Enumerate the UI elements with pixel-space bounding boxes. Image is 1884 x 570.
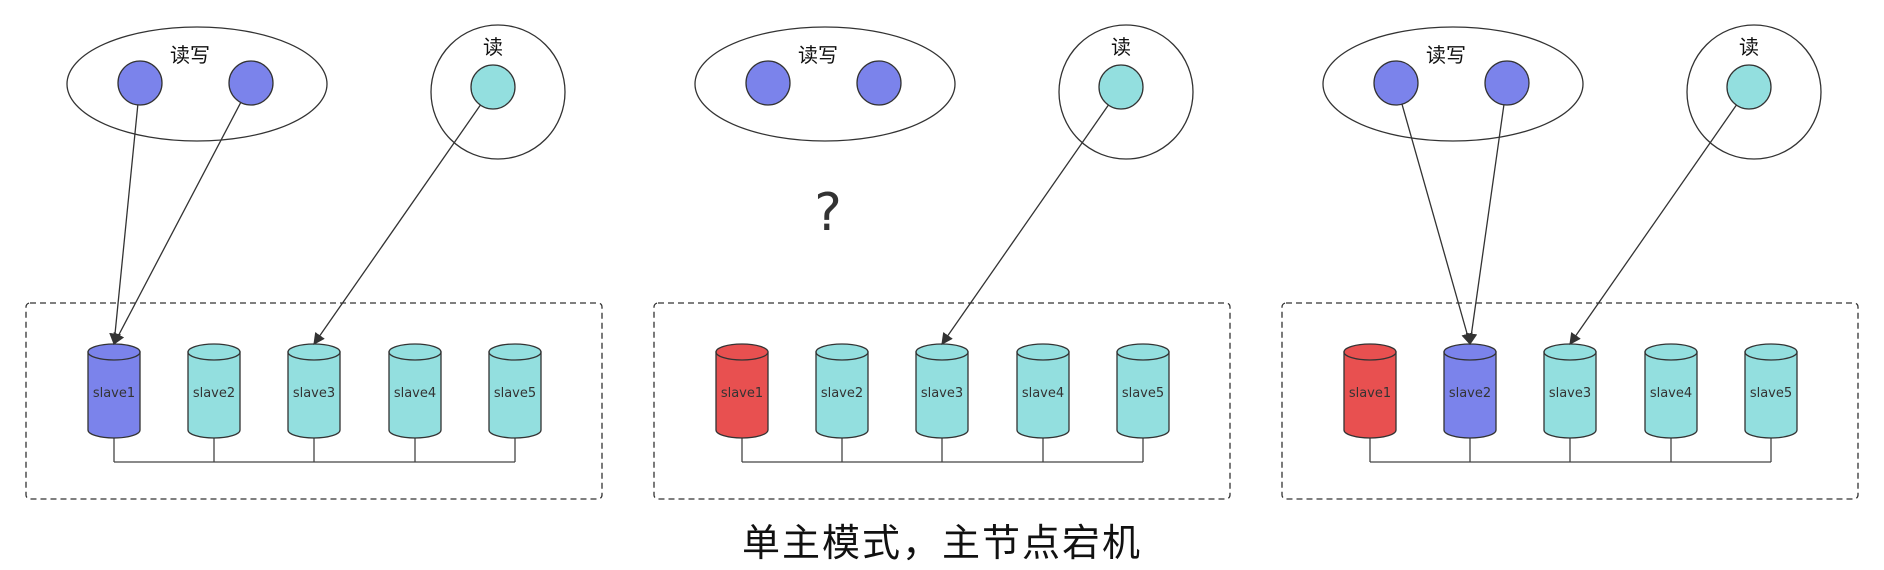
slave-cylinder-body	[488, 351, 542, 439]
slave-cylinder-body	[715, 351, 769, 439]
slave-5: slave5	[1116, 343, 1170, 462]
client-to-slave-arrow	[941, 104, 1109, 345]
rw-group-label: 读写	[170, 43, 210, 67]
slave-cylinder-top	[1343, 343, 1397, 361]
slave-label: slave5	[1122, 386, 1164, 401]
slave-cylinder-body	[287, 351, 341, 439]
rw-client-node	[745, 60, 791, 106]
question-mark: ?	[814, 183, 842, 243]
cluster-box	[653, 302, 1231, 500]
slave-label: slave1	[93, 386, 135, 401]
client-to-slave-arrow	[109, 104, 139, 346]
slave-cylinder-top	[715, 343, 769, 361]
read-group-label: 读	[483, 35, 503, 59]
panel-1: 读写 读 slave1 slave2 slave3 slave4 slave5	[25, 24, 603, 500]
slave-cylinder-top	[388, 343, 442, 361]
slave-5: slave5	[488, 343, 542, 462]
rw-client-node	[228, 60, 274, 106]
slave-cylinder-top	[287, 343, 341, 361]
rw-client-node	[1373, 60, 1419, 106]
rw-client-group	[1322, 26, 1584, 142]
rw-client-group	[694, 26, 956, 142]
slave-cylinder-body	[1443, 351, 1497, 439]
client-to-slave-arrow	[1465, 104, 1505, 346]
slave-3: slave3	[287, 343, 341, 462]
slave-cylinder-top	[1543, 343, 1597, 361]
panel-2: 读写 读? slave1 slave2 slave3 slave4 slave5	[653, 24, 1231, 500]
slave-cylinder-top	[815, 343, 869, 361]
read-client-node	[1098, 64, 1144, 110]
slave-cylinder-body	[1744, 351, 1798, 439]
slave-2: slave2	[187, 343, 241, 462]
slave-3: slave3	[915, 343, 969, 462]
slave-label: slave5	[494, 386, 536, 401]
slave-cylinder-body	[1543, 351, 1597, 439]
slave-label: slave2	[821, 386, 863, 401]
diagram-caption: 单主模式，主节点宕机	[741, 521, 1142, 565]
rw-client-node	[856, 60, 902, 106]
slave-cylinder-top	[488, 343, 542, 361]
slave-cylinder-top	[915, 343, 969, 361]
client-to-slave-arrow	[1569, 104, 1737, 345]
slave-2: slave2	[815, 343, 869, 462]
read-group-label: 读	[1739, 35, 1759, 59]
slave-label: slave1	[1349, 386, 1391, 401]
slave-cylinder-body	[1016, 351, 1070, 439]
slave-cylinder-top	[1116, 343, 1170, 361]
slave-cylinder-body	[187, 351, 241, 439]
slave-label: slave3	[921, 386, 963, 401]
read-client-node	[470, 64, 516, 110]
slave-1: slave1	[715, 343, 769, 462]
slave-1: slave1	[87, 343, 141, 462]
rw-client-node	[117, 60, 163, 106]
slave-cylinder-top	[187, 343, 241, 361]
cluster-box	[25, 302, 603, 500]
slave-cylinder-body	[1116, 351, 1170, 439]
slave-5: slave5	[1744, 343, 1798, 462]
slave-cylinder-body	[1343, 351, 1397, 439]
slave-cylinder-top	[1443, 343, 1497, 361]
slave-1: slave1	[1343, 343, 1397, 462]
slave-label: slave2	[193, 386, 235, 401]
read-group-label: 读	[1111, 35, 1131, 59]
panel-3: 读写 读 slave1 slave2 slave3 slave4 slave5	[1281, 24, 1859, 500]
rw-client-node	[1484, 60, 1530, 106]
slave-cylinder-top	[1016, 343, 1070, 361]
read-client-node	[1726, 64, 1772, 110]
slave-label: slave3	[293, 386, 335, 401]
slave-cylinder-top	[1744, 343, 1798, 361]
slave-cylinder-body	[1644, 351, 1698, 439]
cluster-box	[1281, 302, 1859, 500]
slave-4: slave4	[388, 343, 442, 462]
slave-cylinder-body	[815, 351, 869, 439]
rw-group-label: 读写	[798, 43, 838, 67]
slave-4: slave4	[1644, 343, 1698, 462]
slave-label: slave2	[1449, 386, 1491, 401]
slave-label: slave4	[1650, 386, 1692, 401]
slave-4: slave4	[1016, 343, 1070, 462]
slave-2: slave2	[1443, 343, 1497, 462]
slave-label: slave1	[721, 386, 763, 401]
client-to-slave-arrow	[113, 102, 242, 346]
slave-label: slave3	[1549, 386, 1591, 401]
slave-cylinder-body	[915, 351, 969, 439]
slave-cylinder-top	[1644, 343, 1698, 361]
client-to-slave-arrow	[1401, 103, 1473, 346]
slave-label: slave4	[1022, 386, 1064, 401]
slave-3: slave3	[1543, 343, 1597, 462]
slave-cylinder-body	[87, 351, 141, 439]
slave-cylinder-top	[87, 343, 141, 361]
rw-group-label: 读写	[1426, 43, 1466, 67]
slave-label: slave4	[394, 386, 436, 401]
slave-cylinder-body	[388, 351, 442, 439]
slave-label: slave5	[1750, 386, 1792, 401]
client-to-slave-arrow	[313, 104, 481, 345]
rw-client-group	[66, 26, 328, 142]
